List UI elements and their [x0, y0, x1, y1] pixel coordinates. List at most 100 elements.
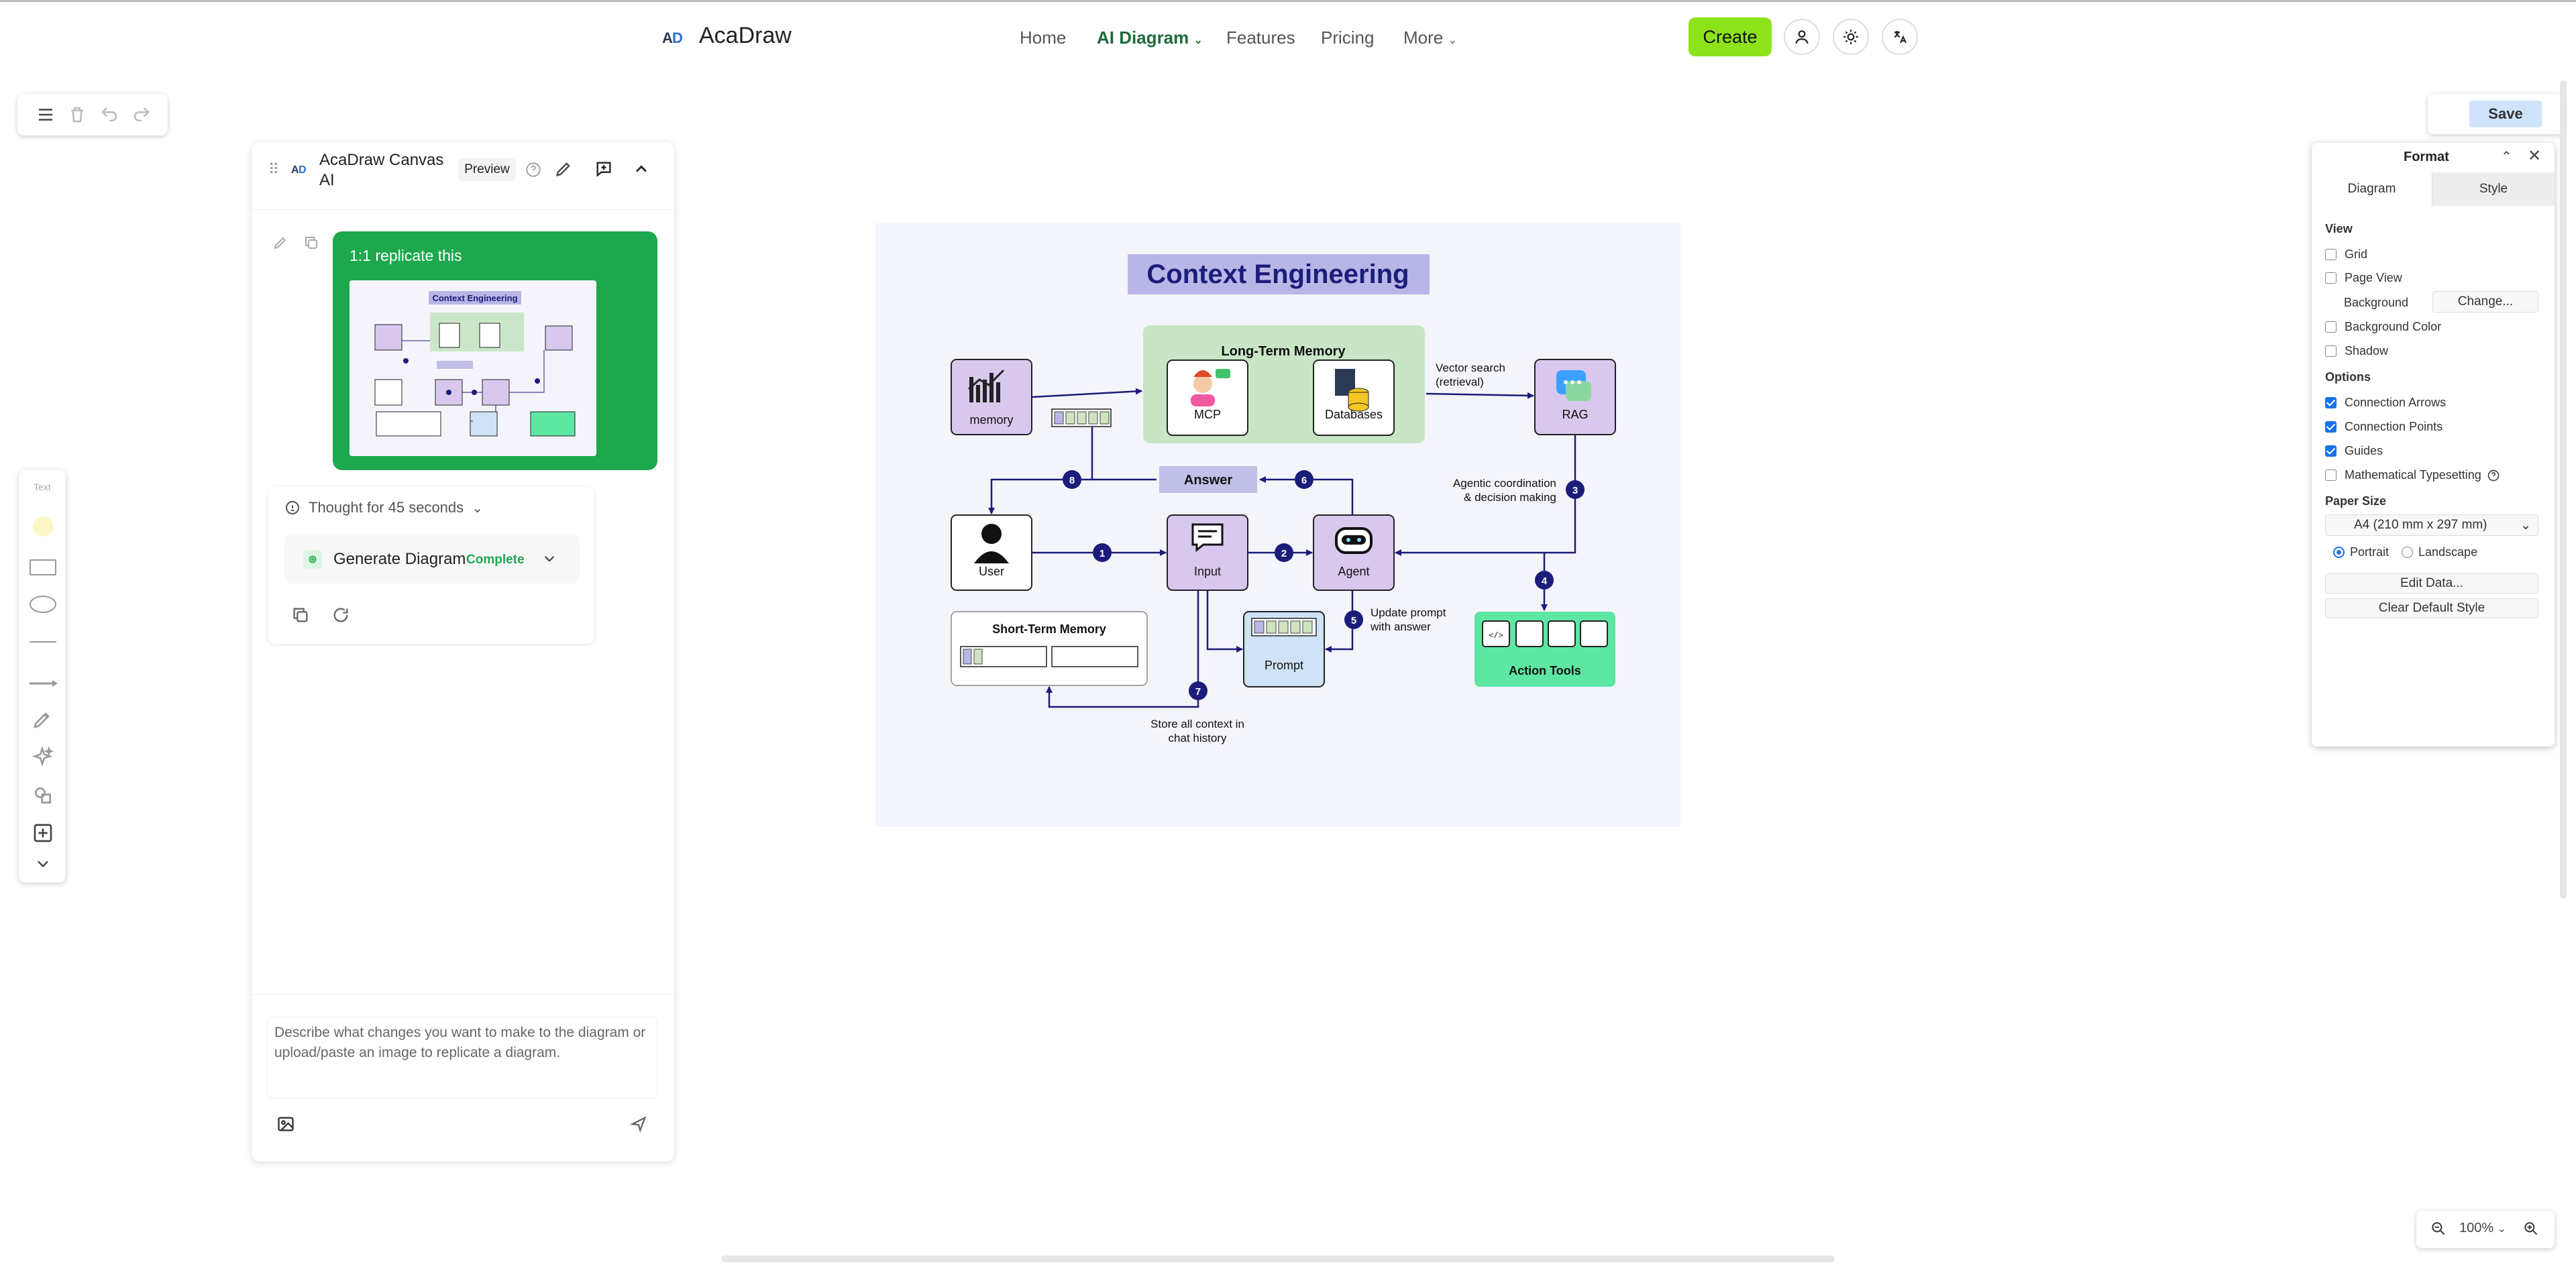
arrow-shape[interactable] — [30, 678, 58, 690]
page-view-checkbox[interactable]: Page View — [2325, 271, 2402, 285]
shape-text-label[interactable]: Text — [34, 482, 51, 492]
grid-checkbox[interactable]: Grid — [2325, 247, 2367, 262]
undo-icon[interactable] — [99, 105, 119, 128]
language-button[interactable] — [1882, 19, 1918, 55]
mcp-label: MCP — [1194, 408, 1221, 421]
save-button[interactable]: Save — [2469, 101, 2542, 127]
close-icon[interactable]: ✕ — [2528, 147, 2542, 165]
chat-input-divider — [252, 994, 674, 995]
tab-diagram-label: Diagram — [2347, 182, 2396, 196]
user-account-button[interactable] — [1784, 19, 1820, 55]
checkbox[interactable] — [2325, 345, 2337, 357]
memory-token-stack[interactable] — [1051, 408, 1112, 427]
line-shape[interactable] — [30, 641, 56, 643]
add-icon[interactable] — [32, 822, 54, 847]
tool-call-card[interactable] — [284, 534, 580, 583]
ellipse-shape[interactable] — [30, 596, 56, 613]
checkbox[interactable] — [2325, 321, 2337, 333]
delete-icon[interactable] — [67, 105, 87, 128]
shadow-checkbox[interactable]: Shadow — [2325, 344, 2388, 358]
radio[interactable] — [2402, 547, 2413, 558]
menu-icon[interactable] — [36, 105, 56, 128]
edit-message-icon[interactable] — [272, 235, 288, 254]
zoom-value: 100% — [2459, 1221, 2494, 1235]
svg-text:D: D — [299, 164, 307, 176]
theme-toggle-button[interactable] — [1833, 19, 1869, 55]
redo-icon[interactable] — [131, 105, 152, 128]
chevron-up-icon[interactable]: ⌃ — [2501, 150, 2512, 164]
edit-icon[interactable] — [554, 160, 573, 182]
help-icon[interactable] — [525, 161, 542, 182]
diagram-title-box[interactable] — [1128, 254, 1430, 294]
new-chat-icon[interactable] — [594, 160, 613, 182]
connection-arrows-checkbox[interactable]: Connection Arrows — [2325, 396, 2446, 410]
nav-ai-diagram[interactable]: AI Diagram ⌄ — [1097, 27, 1203, 48]
checkbox[interactable] — [2325, 469, 2337, 481]
regenerate-icon[interactable] — [331, 606, 350, 628]
edit-data-button[interactable]: Edit Data... — [2325, 573, 2538, 594]
diagram-canvas[interactable]: Context Engineering Long-Term Memory MCP… — [875, 223, 1680, 827]
edge-label: Agentic coordination — [1453, 477, 1556, 490]
checkbox[interactable] — [2325, 397, 2337, 408]
user-label: User — [979, 565, 1004, 578]
checkbox[interactable] — [2325, 421, 2337, 433]
attached-image-thumbnail[interactable]: Context Engineering — [350, 280, 596, 456]
thought-toggle[interactable]: Thought for 45 seconds ⌄ — [284, 499, 483, 516]
create-button[interactable]: Create — [1688, 17, 1772, 56]
brand-name[interactable]: AcaDraw — [699, 23, 792, 48]
chevron-down-icon: ⌄ — [1193, 35, 1203, 46]
vertical-scrollbar[interactable] — [2560, 80, 2567, 899]
chat-input[interactable]: Describe what changes you want to make t… — [267, 1017, 657, 1099]
radio-selected[interactable] — [2333, 547, 2345, 558]
edge-label: with answer — [1370, 620, 1431, 633]
nav-pricing[interactable]: Pricing — [1321, 27, 1375, 48]
nav-more-label: More — [1403, 27, 1444, 48]
clear-default-style-button[interactable]: Clear Default Style — [2325, 598, 2538, 618]
nav-home[interactable]: Home — [1020, 27, 1067, 48]
answer-node[interactable] — [1159, 466, 1257, 493]
zoom-out-icon[interactable] — [2430, 1220, 2447, 1241]
zoom-in-icon[interactable] — [2522, 1220, 2540, 1241]
paper-size-value: A4 (210 mm x 297 mm) — [2354, 518, 2487, 532]
checkbox[interactable] — [2325, 249, 2337, 260]
preview-button[interactable]: Preview — [458, 158, 516, 181]
copy-message-icon[interactable] — [303, 235, 319, 254]
upload-image-icon[interactable] — [276, 1115, 295, 1137]
step-badge: 4 — [1535, 571, 1554, 590]
sparkle-icon[interactable] — [31, 746, 54, 772]
chevron-down-icon[interactable] — [34, 854, 52, 877]
sun-icon — [1843, 30, 1858, 44]
freehand-icon[interactable] — [32, 708, 54, 733]
chevron-down-icon[interactable] — [541, 550, 558, 571]
shapes-library-icon[interactable] — [32, 785, 54, 810]
drag-handle-icon[interactable]: ⠿ — [268, 161, 279, 178]
grid-label: Grid — [2345, 247, 2368, 261]
horizontal-scrollbar[interactable] — [721, 1256, 1835, 1262]
sticky-note-shape[interactable] — [33, 516, 53, 537]
change-background-button[interactable]: Change... — [2432, 291, 2538, 313]
landscape-radio[interactable]: Landscape — [2402, 545, 2477, 559]
connection-points-checkbox[interactable]: Connection Points — [2325, 420, 2443, 434]
chevron-down-icon: ⌄ — [1448, 35, 1457, 46]
nav-more[interactable]: More ⌄ — [1403, 27, 1457, 48]
checkbox[interactable] — [2325, 272, 2337, 284]
help-icon[interactable] — [2487, 469, 2500, 482]
rectangle-shape[interactable] — [30, 559, 56, 575]
portrait-radio[interactable]: Portrait — [2333, 545, 2389, 559]
guides-label: Guides — [2345, 444, 2383, 457]
send-icon[interactable] — [629, 1115, 648, 1137]
tab-style[interactable]: Style — [2432, 172, 2555, 206]
checkbox[interactable] — [2325, 445, 2337, 457]
guides-checkbox[interactable]: Guides — [2325, 444, 2383, 458]
copy-response-icon[interactable] — [291, 606, 310, 628]
paper-size-select[interactable]: A4 (210 mm x 297 mm) ⌄ — [2325, 514, 2538, 536]
nav-features[interactable]: Features — [1226, 27, 1295, 48]
zoom-level[interactable]: 100% ⌄ — [2459, 1221, 2506, 1236]
tab-diagram[interactable]: Diagram — [2312, 172, 2432, 206]
math-typesetting-checkbox[interactable]: Mathematical Typesetting — [2325, 468, 2500, 482]
background-color-checkbox[interactable]: Background Color — [2325, 320, 2441, 334]
tool-slot — [1548, 620, 1576, 647]
paper-size-heading: Paper Size — [2325, 494, 2387, 508]
collapse-icon[interactable] — [632, 160, 651, 182]
